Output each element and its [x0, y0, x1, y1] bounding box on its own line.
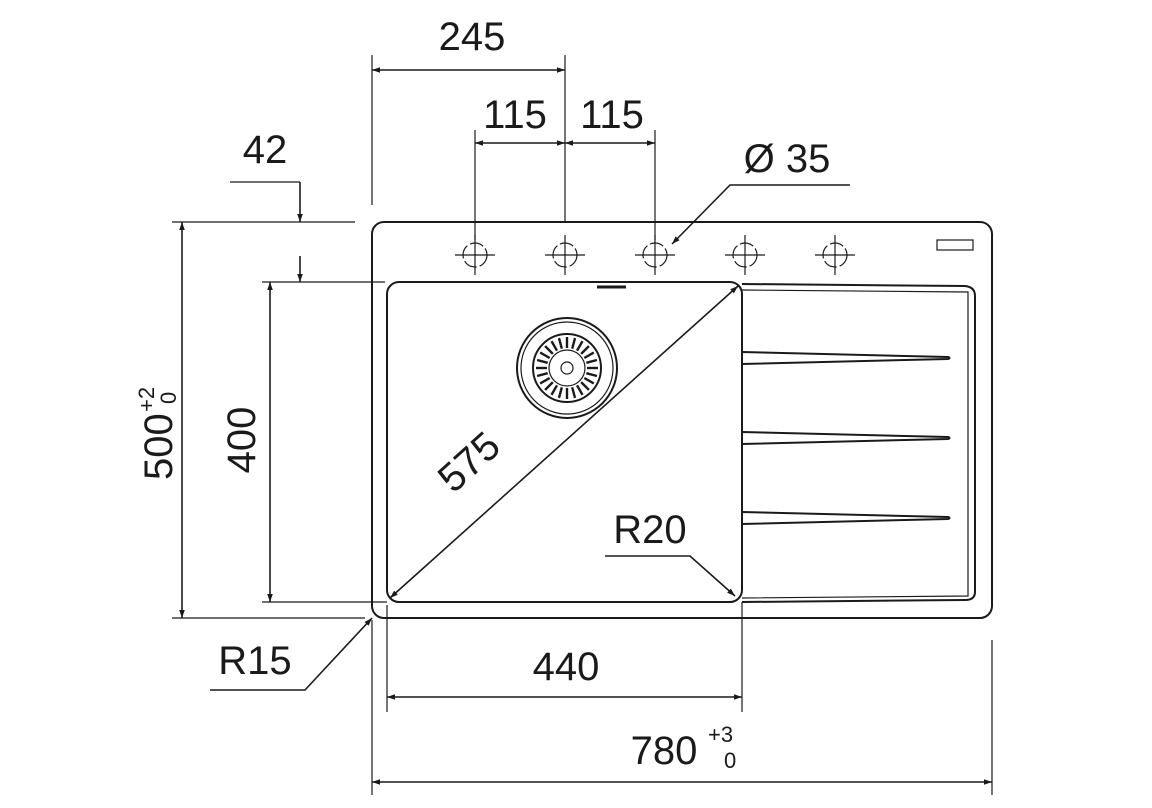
sink-body	[371, 221, 993, 619]
drainboard-outline	[741, 283, 976, 603]
tap-holes	[455, 235, 855, 275]
dimension-labels: 245 115 115 Ø 35 42 500 +2 0 400 575 R20…	[134, 15, 830, 773]
drainboard-rib	[741, 430, 951, 446]
logo-plate	[936, 239, 974, 251]
drainboard-ribs	[741, 350, 951, 526]
dim-r20-label: R20	[613, 508, 686, 552]
tap-hole-icon	[815, 235, 855, 275]
dim-245-label: 245	[439, 15, 506, 59]
dim-42-label: 42	[243, 128, 288, 172]
drainboard-rib	[741, 350, 951, 366]
dim-500-label: 500	[137, 413, 181, 480]
dim-500-tol-lower: 0	[156, 392, 181, 404]
dim-780-label: 780	[631, 729, 698, 773]
dim-r15-label: R15	[218, 639, 291, 683]
sink-outer-outline	[371, 221, 993, 619]
tap-hole-icon	[545, 235, 585, 275]
dim-115-right-label: 115	[580, 93, 644, 137]
dim-780-tol-upper: +3	[708, 722, 733, 747]
dimension-lines	[172, 55, 993, 795]
dim-diameter-label: Ø 35	[744, 137, 831, 181]
tap-hole-icon	[635, 235, 675, 275]
tap-hole-icon	[725, 235, 765, 275]
dim-115-left-label: 115	[483, 93, 547, 137]
dim-440-label: 440	[533, 645, 600, 689]
dim-400-label: 400	[220, 407, 264, 474]
strainer-icon	[516, 317, 618, 419]
dim-575-label: 575	[430, 424, 509, 501]
dim-500-tol-upper: +2	[134, 387, 159, 412]
tap-hole-icon	[455, 235, 495, 275]
drainboard-rib	[741, 510, 951, 526]
dim-780-tol-lower: 0	[724, 748, 736, 773]
